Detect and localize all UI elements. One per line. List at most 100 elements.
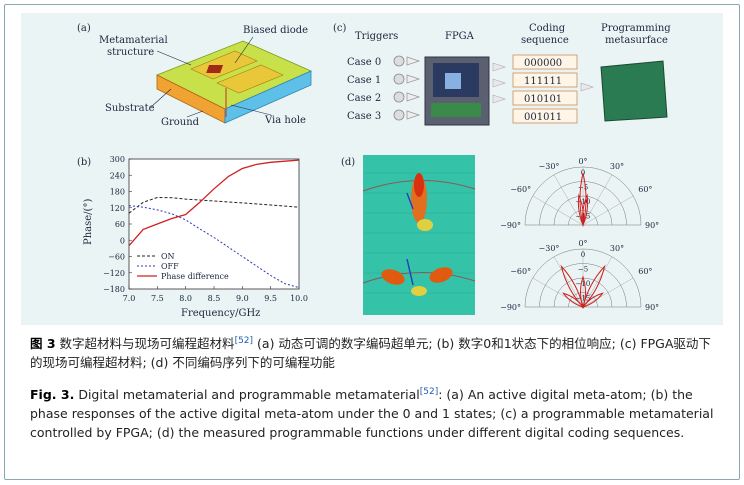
polar-radius-label: −5 bbox=[578, 184, 588, 192]
caption-cn-title: 数字超材料与现场可编程超材料 bbox=[59, 336, 235, 352]
x-axis-label: Frequency/GHz bbox=[181, 308, 260, 319]
series-line-phase-difference bbox=[128, 159, 300, 247]
polar-angle-label: −90° bbox=[500, 221, 521, 230]
y-tick-label: −120 bbox=[103, 269, 125, 278]
x-tick-label: 10.0 bbox=[290, 294, 308, 303]
polar-lobe bbox=[562, 292, 585, 308]
code-3: 001011 bbox=[524, 112, 562, 123]
y-tick-label: 300 bbox=[110, 155, 125, 164]
polar-angle-label: 60° bbox=[638, 267, 652, 276]
beam-case-bottom-right bbox=[429, 267, 453, 283]
caption-cn-body: (a) 动态可调的数字编码超单元; (b) 数字0和1状态下的相位响应; (c)… bbox=[30, 336, 711, 371]
polar-plot-bottom: 0°−30°30°−60°60°−90°90°0−5−10−15 bbox=[500, 239, 659, 312]
label-ground: Ground bbox=[161, 117, 200, 128]
polar-angle-label: −60° bbox=[510, 185, 531, 194]
pattern-2 bbox=[216, 64, 284, 94]
series-line-off bbox=[128, 205, 300, 289]
polar-lobe bbox=[579, 172, 587, 226]
series-lines bbox=[128, 159, 300, 289]
substrate-right bbox=[224, 70, 312, 124]
code-box-2 bbox=[512, 90, 578, 106]
polar-lobe bbox=[577, 193, 584, 227]
polar-spoke bbox=[582, 195, 634, 226]
polar-angle-label: 60° bbox=[638, 185, 652, 194]
polar-lobe bbox=[582, 193, 589, 227]
polar-lobe bbox=[582, 264, 606, 309]
series-line-on bbox=[128, 196, 300, 214]
label-biased-diode: Biased diode bbox=[243, 25, 308, 36]
x-tick-label: 7.0 bbox=[123, 294, 136, 303]
trigger-button-1 bbox=[393, 73, 405, 85]
case-0: Case 0 bbox=[347, 57, 381, 68]
polar-spoke bbox=[553, 256, 584, 308]
polar-angle-label: 30° bbox=[610, 162, 624, 171]
code-box-3 bbox=[512, 108, 578, 124]
chart-plot-area bbox=[128, 158, 300, 290]
polar-angle-label: 30° bbox=[610, 244, 624, 253]
polar-angle-label: −90° bbox=[500, 303, 521, 312]
x-tick-label: 8.5 bbox=[208, 294, 221, 303]
panel-d: (d) 0°−30°30 bbox=[341, 155, 659, 315]
code-2: 010101 bbox=[524, 94, 562, 105]
polar-angle-label: 90° bbox=[645, 221, 659, 230]
polar-spoke bbox=[532, 277, 584, 308]
polar-spoke bbox=[582, 277, 634, 308]
polar-lobe bbox=[581, 292, 604, 308]
trigger-button-3 bbox=[393, 109, 405, 121]
metasurface bbox=[600, 60, 668, 122]
polar-angle-label: −30° bbox=[539, 162, 560, 171]
polar-spoke bbox=[532, 195, 584, 226]
x-tick-label: 9.5 bbox=[264, 294, 277, 303]
code-box-0 bbox=[512, 54, 578, 70]
y-tick-label: −60 bbox=[108, 253, 125, 262]
label-via-hole: Via hole bbox=[264, 115, 306, 126]
polar-angle-label: 0° bbox=[578, 239, 587, 248]
polar-spoke bbox=[553, 174, 584, 226]
polar-angle-label: −60° bbox=[510, 267, 531, 276]
polar-angle-label: 90° bbox=[645, 303, 659, 312]
trigger-button-2 bbox=[393, 91, 405, 103]
figure-image: (a) Metamaterial structure Biased diode … bbox=[21, 13, 723, 325]
header-prog-2: metasurface bbox=[605, 35, 668, 46]
header-coding-2: sequence bbox=[521, 35, 569, 46]
legend-off: OFF bbox=[161, 262, 179, 271]
caption-en-ref-link[interactable]: [52] bbox=[419, 387, 439, 397]
polar-angle-label: 0° bbox=[578, 157, 587, 166]
code-box-1 bbox=[512, 72, 578, 88]
header-fpga: FPGA bbox=[445, 31, 475, 42]
x-tick-label: 9.0 bbox=[236, 294, 249, 303]
diode bbox=[206, 65, 224, 73]
caption-cn-fig: 图 3 bbox=[30, 336, 56, 352]
polar-radius-label: −15 bbox=[576, 295, 591, 303]
code-1: 111111 bbox=[524, 76, 562, 87]
polar-lobe bbox=[560, 264, 584, 309]
polar-radius-label: −10 bbox=[576, 198, 591, 206]
panel-c: (c) Triggers FPGA Coding sequence Progra… bbox=[333, 23, 671, 126]
label-metamaterial: Metamaterial bbox=[99, 35, 168, 46]
panel-a: (a) Metamaterial structure Biased diode … bbox=[77, 23, 312, 128]
polar-lobe bbox=[580, 275, 586, 309]
header-coding-1: Coding bbox=[529, 23, 566, 34]
case-2: Case 2 bbox=[347, 93, 381, 104]
caption-chinese: 图 3 数字超材料与现场可编程超材料[52] (a) 动态可调的数字编码超单元;… bbox=[30, 332, 720, 372]
caption-en-body: : (a) An active digital meta-atom; (b) t… bbox=[30, 387, 714, 441]
panel-c-tag: (c) bbox=[333, 23, 347, 34]
caption-en-title: Digital metamaterial and programmable me… bbox=[78, 387, 420, 403]
polar-radius-label: −10 bbox=[576, 280, 591, 288]
caption-cn-ref-link[interactable]: [52] bbox=[234, 336, 254, 346]
y-tick-label: 120 bbox=[110, 204, 125, 213]
polar-radius-label: 0 bbox=[581, 251, 585, 259]
panel-a-tag: (a) bbox=[77, 23, 91, 34]
header-triggers: Triggers bbox=[355, 31, 398, 42]
case-3: Case 3 bbox=[347, 111, 381, 122]
legend-phase-difference: Phase difference bbox=[161, 272, 229, 281]
y-tick-label: 60 bbox=[115, 220, 125, 229]
polar-spoke bbox=[582, 256, 613, 308]
figure-card: (a) Metamaterial structure Biased diode … bbox=[4, 4, 740, 480]
polar-spoke bbox=[582, 174, 613, 226]
code-0: 000000 bbox=[524, 58, 562, 69]
chart-legend: ON OFF Phase difference bbox=[137, 252, 229, 281]
